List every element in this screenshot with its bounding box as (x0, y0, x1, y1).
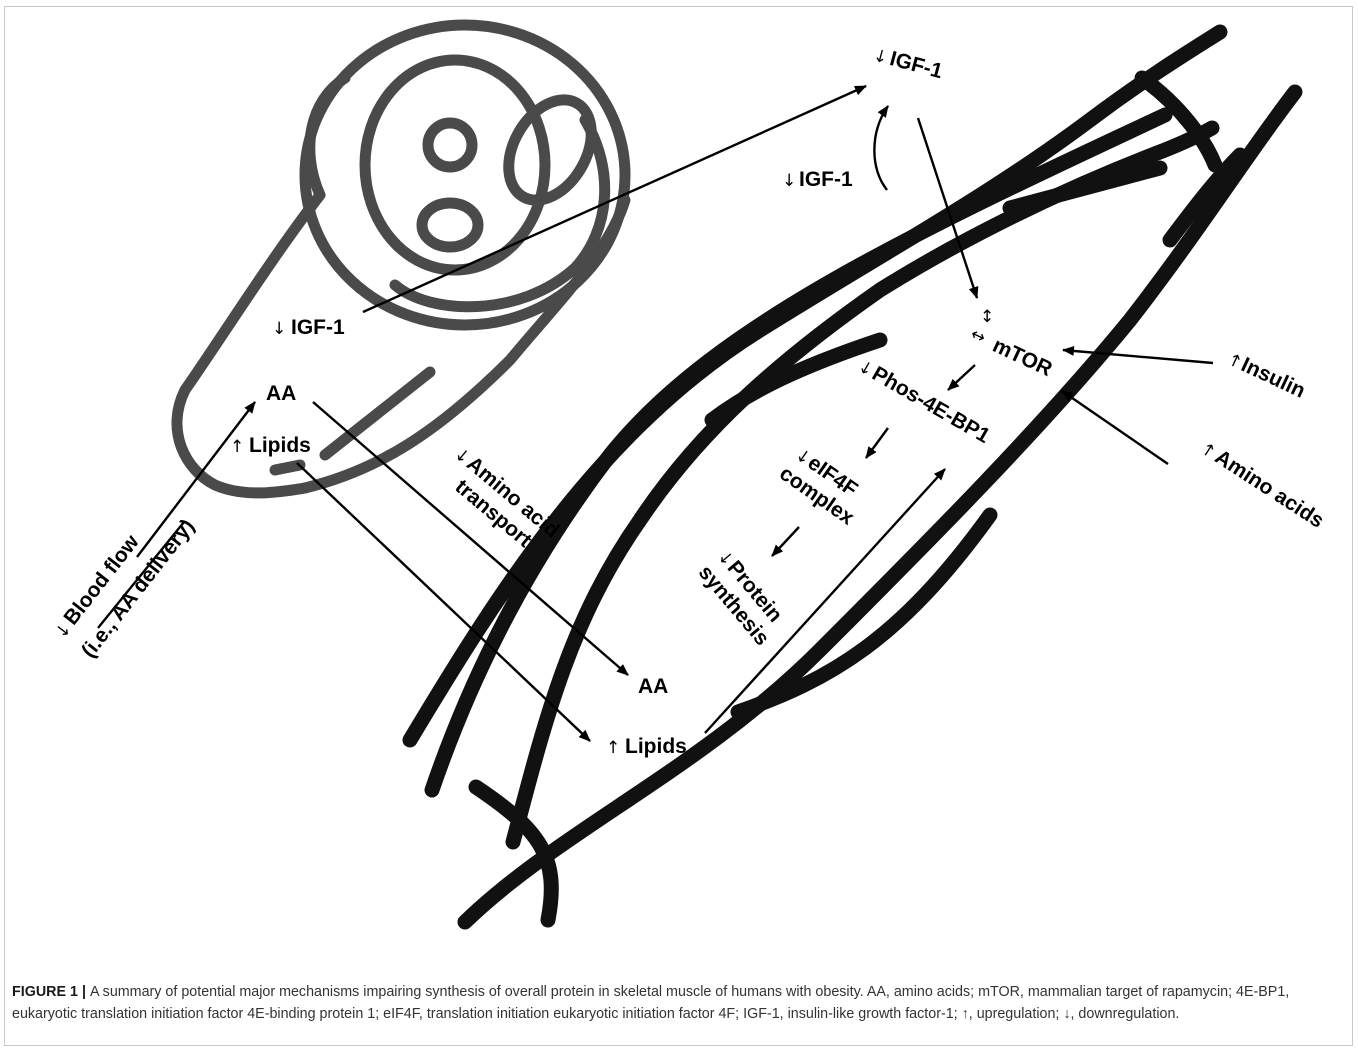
svg-text:mTOR: mTOR (989, 334, 1055, 381)
svg-text:Amino acids: Amino acids (1211, 445, 1328, 532)
igf-curve-symbol: ↓ (782, 171, 796, 191)
igf-vessel-symbol: ↓ (272, 319, 286, 339)
label-lipids-muscle: Lipids (625, 735, 687, 758)
labels: ↓ IGF-1 ↓ IGF-1 ↓ IGF-1 ↕ ↔ mTOR ↓ Phos-… (49, 43, 1328, 758)
lipids-vessel-symbol: ↑ (230, 437, 244, 457)
label-blood-flow: ↓ Blood flow (i.e., AA delivery) (49, 494, 199, 664)
label-aa-muscle: AA (638, 675, 668, 698)
arrow-eif4f-to-protein (772, 527, 799, 556)
label-amino-acids: ↑ Amino acids (1197, 436, 1329, 533)
arrow-blood-to-aa (137, 402, 255, 557)
label-protein-synthesis: ↓ Protein synthesis (694, 545, 793, 650)
caption-label: FIGURE 1 (12, 984, 78, 1000)
arrow-lipids-to-lipids-muscle (297, 463, 590, 741)
svg-text:↓: ↓ (871, 46, 890, 69)
label-insulin: ↑ Insulin (1224, 347, 1309, 403)
mtor-updown-symbol: ↕ (980, 307, 994, 327)
label-igf-curve: IGF-1 (799, 168, 853, 191)
caption-text: A summary of potential major mechanisms … (12, 984, 1289, 1022)
lipids-muscle-symbol: ↑ (606, 738, 620, 758)
label-eif4f: ↓ eIF4F complex (775, 441, 873, 529)
label-mtor: ↔ mTOR (966, 323, 1055, 381)
label-lipids-vessel: Lipids (249, 434, 311, 457)
svg-text:IGF-1: IGF-1 (887, 47, 945, 83)
label-igf-top: ↓ IGF-1 (871, 43, 946, 84)
figure-caption: FIGURE 1|A summary of potential major me… (12, 981, 1342, 1025)
caption-separator: | (82, 984, 86, 1000)
svg-text:Phos-4E-BP1: Phos-4E-BP1 (868, 362, 994, 448)
diagram: ↓ IGF-1 ↓ IGF-1 ↓ IGF-1 ↕ ↔ mTOR ↓ Phos-… (0, 0, 1358, 975)
arrow-insulin-to-mtor (1063, 350, 1213, 363)
arrow-mtor-to-phos (948, 365, 975, 390)
arrow-aminoacids-to-mtor (1062, 391, 1168, 464)
svg-text:↔: ↔ (967, 324, 988, 348)
label-igf-vessel: IGF-1 (291, 316, 345, 339)
arrow-igf-feedback-curve (874, 106, 888, 190)
blood-vessel-drawing (177, 25, 625, 493)
svg-text:Insulin: Insulin (1238, 353, 1309, 402)
arrow-phos-to-eif4f (866, 428, 888, 458)
label-aa-vessel: AA (266, 382, 296, 405)
